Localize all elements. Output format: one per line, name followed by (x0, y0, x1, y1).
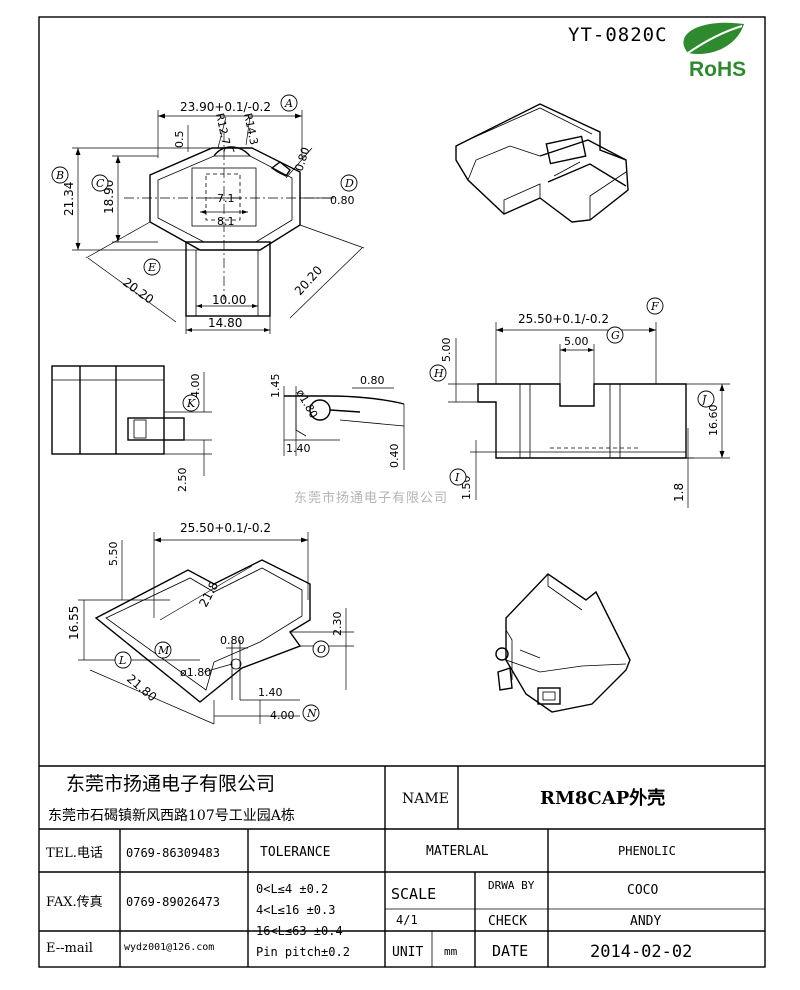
dim-0-80-d: 0.80 (330, 194, 355, 207)
watermark: 东莞市扬通电子有限公司 (294, 490, 448, 506)
dim-8-1: 8.1 (217, 215, 235, 228)
detail-dim-1-45: 1.45 (269, 374, 282, 399)
bottom-dim-5-50: 5.50 (107, 542, 120, 567)
bubble-f: F (650, 300, 659, 313)
tolerance-line-3: 16<L≤63 ±0.4 (256, 924, 343, 938)
bubble-m: M (157, 644, 170, 657)
bottom-dim-0-80: 0.80 (220, 634, 245, 647)
bottom-width-dim: 25.50+0.1/-0.2 (180, 521, 271, 535)
unit-label: UNIT (392, 945, 423, 960)
material-value: PHENOLIC (618, 844, 676, 858)
email-value: wydz001@126.com (124, 942, 214, 953)
bottom-dim-16-55: 16.55 (67, 606, 81, 640)
side-view: 4.00 K 2.50 (51, 365, 212, 493)
dim-7-1: 7.1 (217, 192, 235, 205)
dim-21-34: 21.34 (62, 182, 76, 216)
bubble-g: G (611, 329, 620, 342)
date-value: 2014-02-02 (590, 942, 692, 962)
email-label: E--mail (46, 941, 93, 956)
tolerance-line-1: 0<L≤4 ±0.2 (256, 882, 328, 896)
bottom-dim-2-30: 2.30 (331, 612, 344, 637)
rohs-text: RoHS (689, 58, 746, 81)
tel-label: TEL.电话 (46, 846, 103, 861)
front-dim-1-8: 1.8 (672, 483, 686, 502)
rohs-logo: RoHS (683, 22, 746, 81)
rohs-leaf-vein (687, 25, 743, 54)
bottom-dim-1-40: 1.40 (258, 686, 283, 699)
drawing-number: YT-0820C (568, 24, 668, 46)
detail-dim-1-40: 1.40 (286, 442, 311, 455)
part-name: RM8CAP外壳 (540, 787, 665, 809)
dim-14-80: 14.80 (208, 316, 242, 330)
title-block: 东莞市扬通电子有限公司 东莞市石碣镇新风西路107号工业园A栋 NAME RM8… (39, 765, 765, 967)
bubble-l: L (118, 654, 126, 667)
front-dim-5-00: 5.00 (564, 335, 589, 348)
scale-value: 4/1 (396, 913, 418, 927)
top-width-dim: 23.90+0.1/-0.2 (180, 100, 271, 114)
bottom-dim-21-80: 21.80 (124, 672, 159, 705)
check-label: CHECK (488, 914, 527, 929)
bottom-dim-phi-1-80: ø1.80 (180, 666, 211, 679)
bubble-k: K (186, 397, 196, 410)
front-dim-16-60: 16.60 (707, 405, 720, 437)
tolerance-label: TOLERANCE (260, 845, 330, 860)
detail-dim-phi-1-80: ø1.80 (293, 387, 320, 421)
bubble-c: C (96, 177, 105, 190)
isometric-view-bottom (495, 573, 631, 713)
top-view: 23.90+0.1/-0.2 A 0.5 R12.7 R14.3 21.34 B (51, 94, 365, 334)
material-label: MATERLAL (426, 844, 489, 859)
tel-value: 0769-86309483 (126, 846, 220, 860)
company-address: 东莞市石碣镇新风西路107号工业园A栋 (48, 807, 295, 824)
side-dim-4-00: 4.00 (189, 374, 202, 399)
pin-detail-view: 1.45 ø1.80 0.80 1.40 0.40 (269, 374, 405, 470)
fax-value: 0769-89026473 (126, 895, 220, 909)
detail-dim-0-40: 0.40 (388, 444, 401, 469)
bottom-dim-4-00: 4.00 (270, 709, 295, 722)
date-label: DATE (492, 942, 528, 960)
dim-10-00: 10.00 (212, 293, 246, 307)
detail-dim-0-80: 0.80 (360, 374, 385, 387)
company-name: 东莞市扬通电子有限公司 (66, 773, 275, 795)
name-label: NAME (402, 791, 449, 807)
front-view: 25.50+0.1/-0.2 F 5.00 G 5.00 H 16.60 J (429, 297, 730, 508)
bubble-a: A (284, 97, 293, 110)
drawn-by-label: DRWA BY (488, 879, 535, 892)
bubble-j: J (700, 393, 707, 406)
drawing-border (38, 16, 766, 968)
dim-20-20-left: 20.20 (120, 275, 156, 307)
unit-value: mm (444, 945, 458, 958)
bubble-e: E (147, 261, 156, 274)
bubble-b: B (55, 169, 64, 182)
isometric-view-top (455, 103, 629, 223)
tolerance-line-2: 4<L≤16 ±0.3 (256, 903, 335, 917)
bottom-view: 25.50+0.1/-0.2 5.50 16.55 21.8 0.80 M ø1… (67, 521, 354, 725)
bubble-i: I (454, 471, 460, 484)
dim-0-5: 0.5 (173, 131, 186, 149)
tolerance-line-4: Pin pitch±0.2 (256, 945, 350, 959)
bubble-o: O (317, 643, 326, 656)
check-value: ANDY (630, 914, 661, 929)
dim-r14-3: R14.3 (241, 112, 260, 146)
scale-label: SCALE (391, 885, 436, 903)
drawn-by-value: COCO (627, 883, 658, 898)
front-width-dim: 25.50+0.1/-0.2 (518, 312, 609, 326)
bubble-n: N (306, 707, 317, 720)
side-dim-2-50: 2.50 (176, 468, 189, 493)
bubble-d: D (344, 177, 354, 190)
dim-20-20-right: 20.20 (292, 263, 325, 298)
front-dim-5-00-h: 5.00 (440, 338, 453, 363)
fax-label: FAX.传真 (46, 895, 103, 910)
bubble-h: H (433, 367, 444, 380)
